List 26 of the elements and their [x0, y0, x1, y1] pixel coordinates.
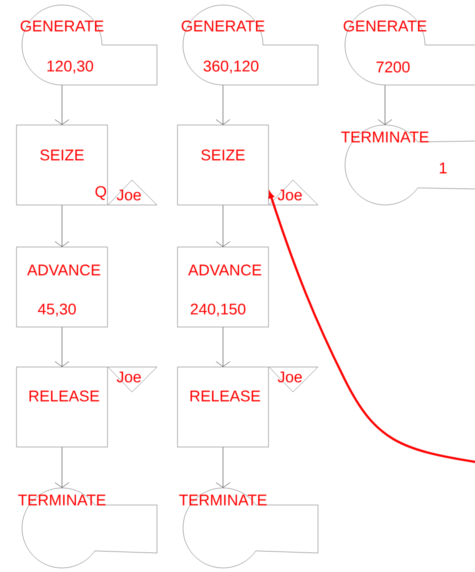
- connector-arrow: [54, 85, 70, 125]
- seize-block: SEIZE: [177, 124, 269, 206]
- terminate-block: TERMINATE 1: [341, 124, 475, 206]
- advance-block: ADVANCE 45,30: [16, 246, 108, 328]
- generate-block: GENERATE 360,120: [182, 4, 318, 86]
- arrow: [268, 192, 475, 464]
- terminate-block: TERMINATE: [179, 488, 318, 568]
- connector-arrow: [216, 327, 230, 367]
- facility-triangle: Joe: [268, 366, 318, 392]
- generate-block: GENERATE 120,30: [20, 4, 158, 86]
- seize-block: SEIZE Q: [16, 124, 108, 206]
- connector-arrow: [54, 205, 70, 247]
- connector-arrow: [216, 447, 230, 488]
- generate-block: GENERATE 7200: [344, 4, 475, 86]
- terminate-block: TERMINATE: [18, 488, 158, 568]
- facility-triangle: Joe: [108, 366, 158, 392]
- release-block: RELEASE: [177, 366, 269, 448]
- connector-arrow: [216, 85, 230, 125]
- connector-arrow: [54, 447, 70, 488]
- facility-triangle: Joe: [268, 180, 318, 206]
- connector-arrow: [378, 85, 392, 125]
- advance-block: ADVANCE 240,150: [177, 246, 269, 328]
- facility-triangle: Joe: [108, 180, 158, 206]
- connector-arrow: [54, 327, 70, 367]
- release-block: RELEASE: [16, 366, 108, 448]
- connector-arrow: [216, 205, 230, 247]
